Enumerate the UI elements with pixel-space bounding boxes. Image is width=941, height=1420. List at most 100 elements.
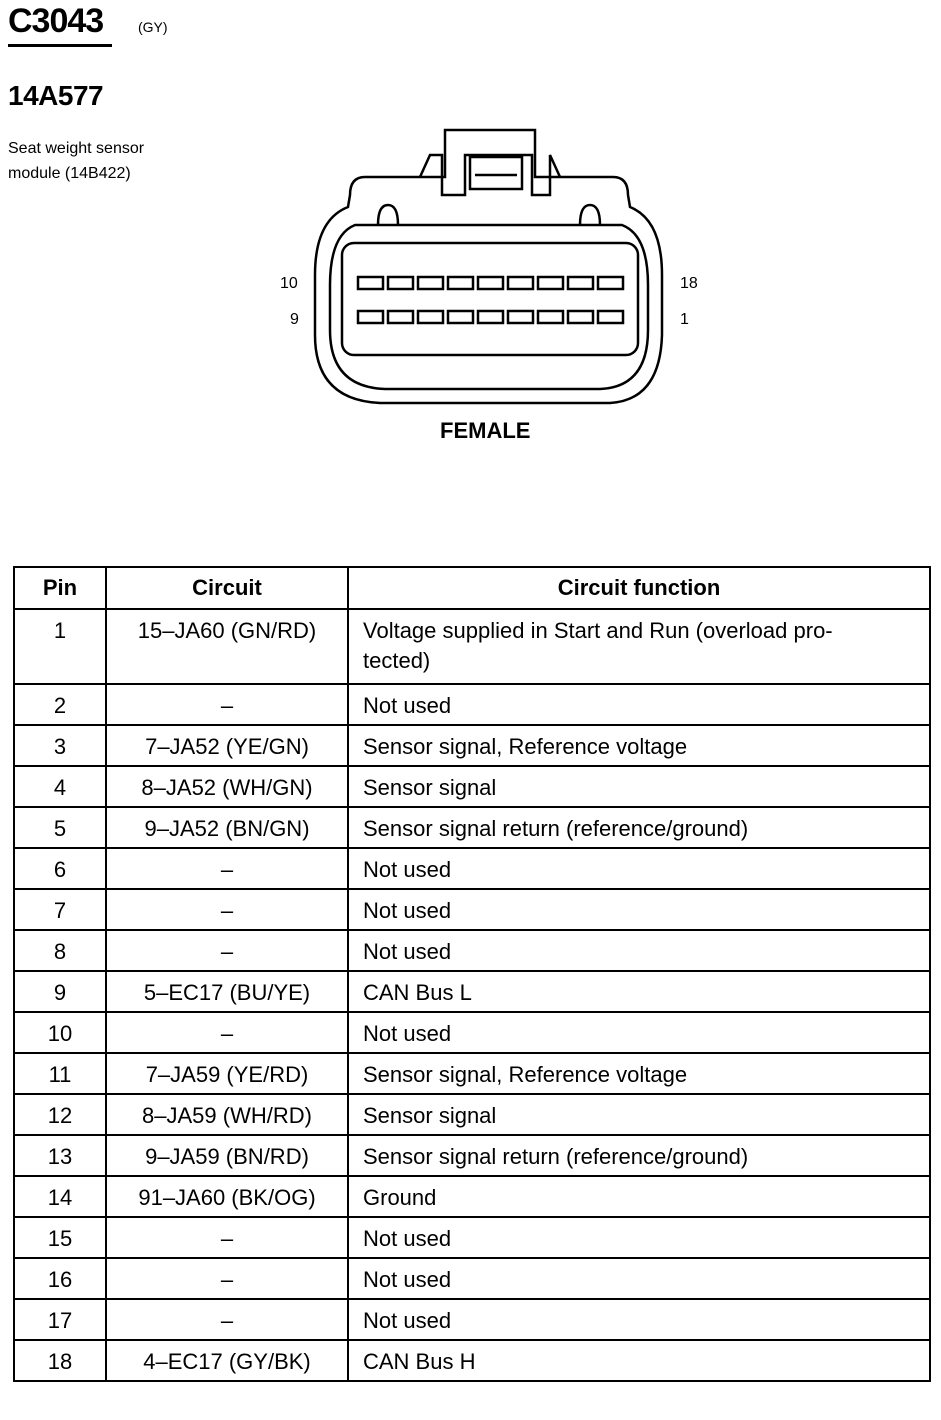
cell-circuit: – bbox=[105, 1216, 349, 1259]
cell-function: Not used bbox=[347, 1216, 931, 1259]
table-row: 18 4–EC17 (GY/BK) CAN Bus H bbox=[13, 1339, 931, 1382]
pin-label-bottom-right: 1 bbox=[680, 311, 689, 328]
pin-cavity bbox=[356, 275, 385, 291]
cell-function: Not used bbox=[347, 847, 931, 890]
cell-circuit: 9–JA59 (BN/RD) bbox=[105, 1134, 349, 1177]
pin-cavity bbox=[476, 309, 505, 325]
cell-circuit: 7–JA59 (YE/RD) bbox=[105, 1052, 349, 1095]
cell-circuit: 91–JA60 (BK/OG) bbox=[105, 1175, 349, 1218]
cell-pin: 10 bbox=[13, 1011, 107, 1054]
table-row: 2 – Not used bbox=[13, 683, 931, 726]
cell-function: Voltage supplied in Start and Run (overl… bbox=[347, 608, 931, 685]
connector-id: C3043 bbox=[8, 2, 104, 40]
cell-circuit: – bbox=[105, 1011, 349, 1054]
header-circuit-function: Circuit function bbox=[347, 566, 931, 610]
cell-function: Not used bbox=[347, 929, 931, 972]
header-circuit: Circuit bbox=[105, 566, 349, 610]
connector-latch bbox=[418, 153, 562, 197]
table-row: 3 7–JA52 (YE/GN) Sensor signal, Referenc… bbox=[13, 724, 931, 767]
cell-function: CAN Bus H bbox=[347, 1339, 931, 1382]
cell-pin: 12 bbox=[13, 1093, 107, 1136]
cell-pin: 7 bbox=[13, 888, 107, 931]
cell-pin: 17 bbox=[13, 1298, 107, 1341]
pin-cavity bbox=[416, 309, 445, 325]
table-row: 17 – Not used bbox=[13, 1298, 931, 1341]
module-description: Seat weight sensor module (14B422) bbox=[8, 136, 208, 186]
module-description-line-2: module (14B422) bbox=[8, 165, 131, 182]
cell-pin: 6 bbox=[13, 847, 107, 890]
pin-cavity bbox=[566, 309, 595, 325]
cell-circuit: 8–JA52 (WH/GN) bbox=[105, 765, 349, 808]
cell-pin: 3 bbox=[13, 724, 107, 767]
cell-function: Sensor signal return (reference/ground) bbox=[347, 806, 931, 849]
cell-pin: 8 bbox=[13, 929, 107, 972]
cell-circuit: 9–JA52 (BN/GN) bbox=[105, 806, 349, 849]
cell-pin: 5 bbox=[13, 806, 107, 849]
pin-cavity bbox=[506, 309, 535, 325]
cell-circuit: 15–JA60 (GN/RD) bbox=[105, 608, 349, 685]
pin-cavity bbox=[386, 309, 415, 325]
cell-pin: 11 bbox=[13, 1052, 107, 1095]
cell-pin: 18 bbox=[13, 1339, 107, 1382]
header-pin: Pin bbox=[13, 566, 107, 610]
cell-function: Sensor signal, Reference voltage bbox=[347, 1052, 931, 1095]
cell-circuit: – bbox=[105, 847, 349, 890]
pin-cavity bbox=[596, 275, 625, 291]
table-row: 5 9–JA52 (BN/GN) Sensor signal return (r… bbox=[13, 806, 931, 849]
pin-cavity bbox=[596, 309, 625, 325]
connector-face-diagram: 10 9 18 1 bbox=[270, 125, 710, 415]
pin-cavity bbox=[536, 309, 565, 325]
connector-face-svg bbox=[313, 128, 664, 405]
table-row: 6 – Not used bbox=[13, 847, 931, 890]
table-row: 4 8–JA52 (WH/GN) Sensor signal bbox=[13, 765, 931, 808]
pin-cavity bbox=[536, 275, 565, 291]
cell-pin: 4 bbox=[13, 765, 107, 808]
cell-circuit: 4–EC17 (GY/BK) bbox=[105, 1339, 349, 1382]
connector-latch-window bbox=[468, 155, 524, 191]
table-row: 16 – Not used bbox=[13, 1257, 931, 1300]
pin-label-bottom-left: 9 bbox=[290, 311, 299, 328]
table-row: 15 – Not used bbox=[13, 1216, 931, 1259]
table-row: 10 – Not used bbox=[13, 1011, 931, 1054]
pin-cavity bbox=[386, 275, 415, 291]
pin-cavities bbox=[356, 275, 625, 325]
table-row: 13 9–JA59 (BN/RD) Sensor signal return (… bbox=[13, 1134, 931, 1177]
table-row: 1 15–JA60 (GN/RD) Voltage supplied in St… bbox=[13, 608, 931, 685]
cell-function: Not used bbox=[347, 1257, 931, 1300]
module-description-line-1: Seat weight sensor bbox=[8, 140, 145, 157]
pin-cavity bbox=[356, 309, 385, 325]
table-row: 11 7–JA59 (YE/RD) Sensor signal, Referen… bbox=[13, 1052, 931, 1095]
pin-cavity bbox=[506, 275, 535, 291]
harness-id: 14A577 bbox=[8, 80, 104, 111]
pin-label-top-left: 10 bbox=[280, 275, 298, 292]
pin-label-top-right: 18 bbox=[680, 275, 698, 292]
cell-function: CAN Bus L bbox=[347, 970, 931, 1013]
table-row: 12 8–JA59 (WH/RD) Sensor signal bbox=[13, 1093, 931, 1136]
pin-cavity bbox=[416, 275, 445, 291]
connector-id-underline bbox=[8, 44, 112, 47]
cell-pin: 15 bbox=[13, 1216, 107, 1259]
cell-pin: 2 bbox=[13, 683, 107, 726]
cell-function: Sensor signal, Reference voltage bbox=[347, 724, 931, 767]
cell-circuit: – bbox=[105, 683, 349, 726]
cell-circuit: 8–JA59 (WH/RD) bbox=[105, 1093, 349, 1136]
cell-pin: 1 bbox=[13, 608, 107, 685]
pin-assignment-table: Pin Circuit Circuit function 1 15–JA60 (… bbox=[13, 566, 931, 1382]
cell-pin: 14 bbox=[13, 1175, 107, 1218]
cell-circuit: – bbox=[105, 929, 349, 972]
connector-inner-housing bbox=[328, 223, 650, 391]
cell-circuit: – bbox=[105, 1298, 349, 1341]
connector-outer-housing bbox=[313, 128, 664, 405]
pin-cavity-recess bbox=[340, 241, 640, 357]
cell-function: Not used bbox=[347, 888, 931, 931]
cell-function: Sensor signal return (reference/ground) bbox=[347, 1134, 931, 1177]
table-header-row: Pin Circuit Circuit function bbox=[13, 566, 931, 610]
table-row: 9 5–EC17 (BU/YE) CAN Bus L bbox=[13, 970, 931, 1013]
table-row: 14 91–JA60 (BK/OG) Ground bbox=[13, 1175, 931, 1218]
cell-function: Sensor signal bbox=[347, 1093, 931, 1136]
cell-circuit: – bbox=[105, 1257, 349, 1300]
pin-cavity bbox=[446, 275, 475, 291]
cell-function: Not used bbox=[347, 1298, 931, 1341]
cell-pin: 16 bbox=[13, 1257, 107, 1300]
cell-function: Not used bbox=[347, 1011, 931, 1054]
